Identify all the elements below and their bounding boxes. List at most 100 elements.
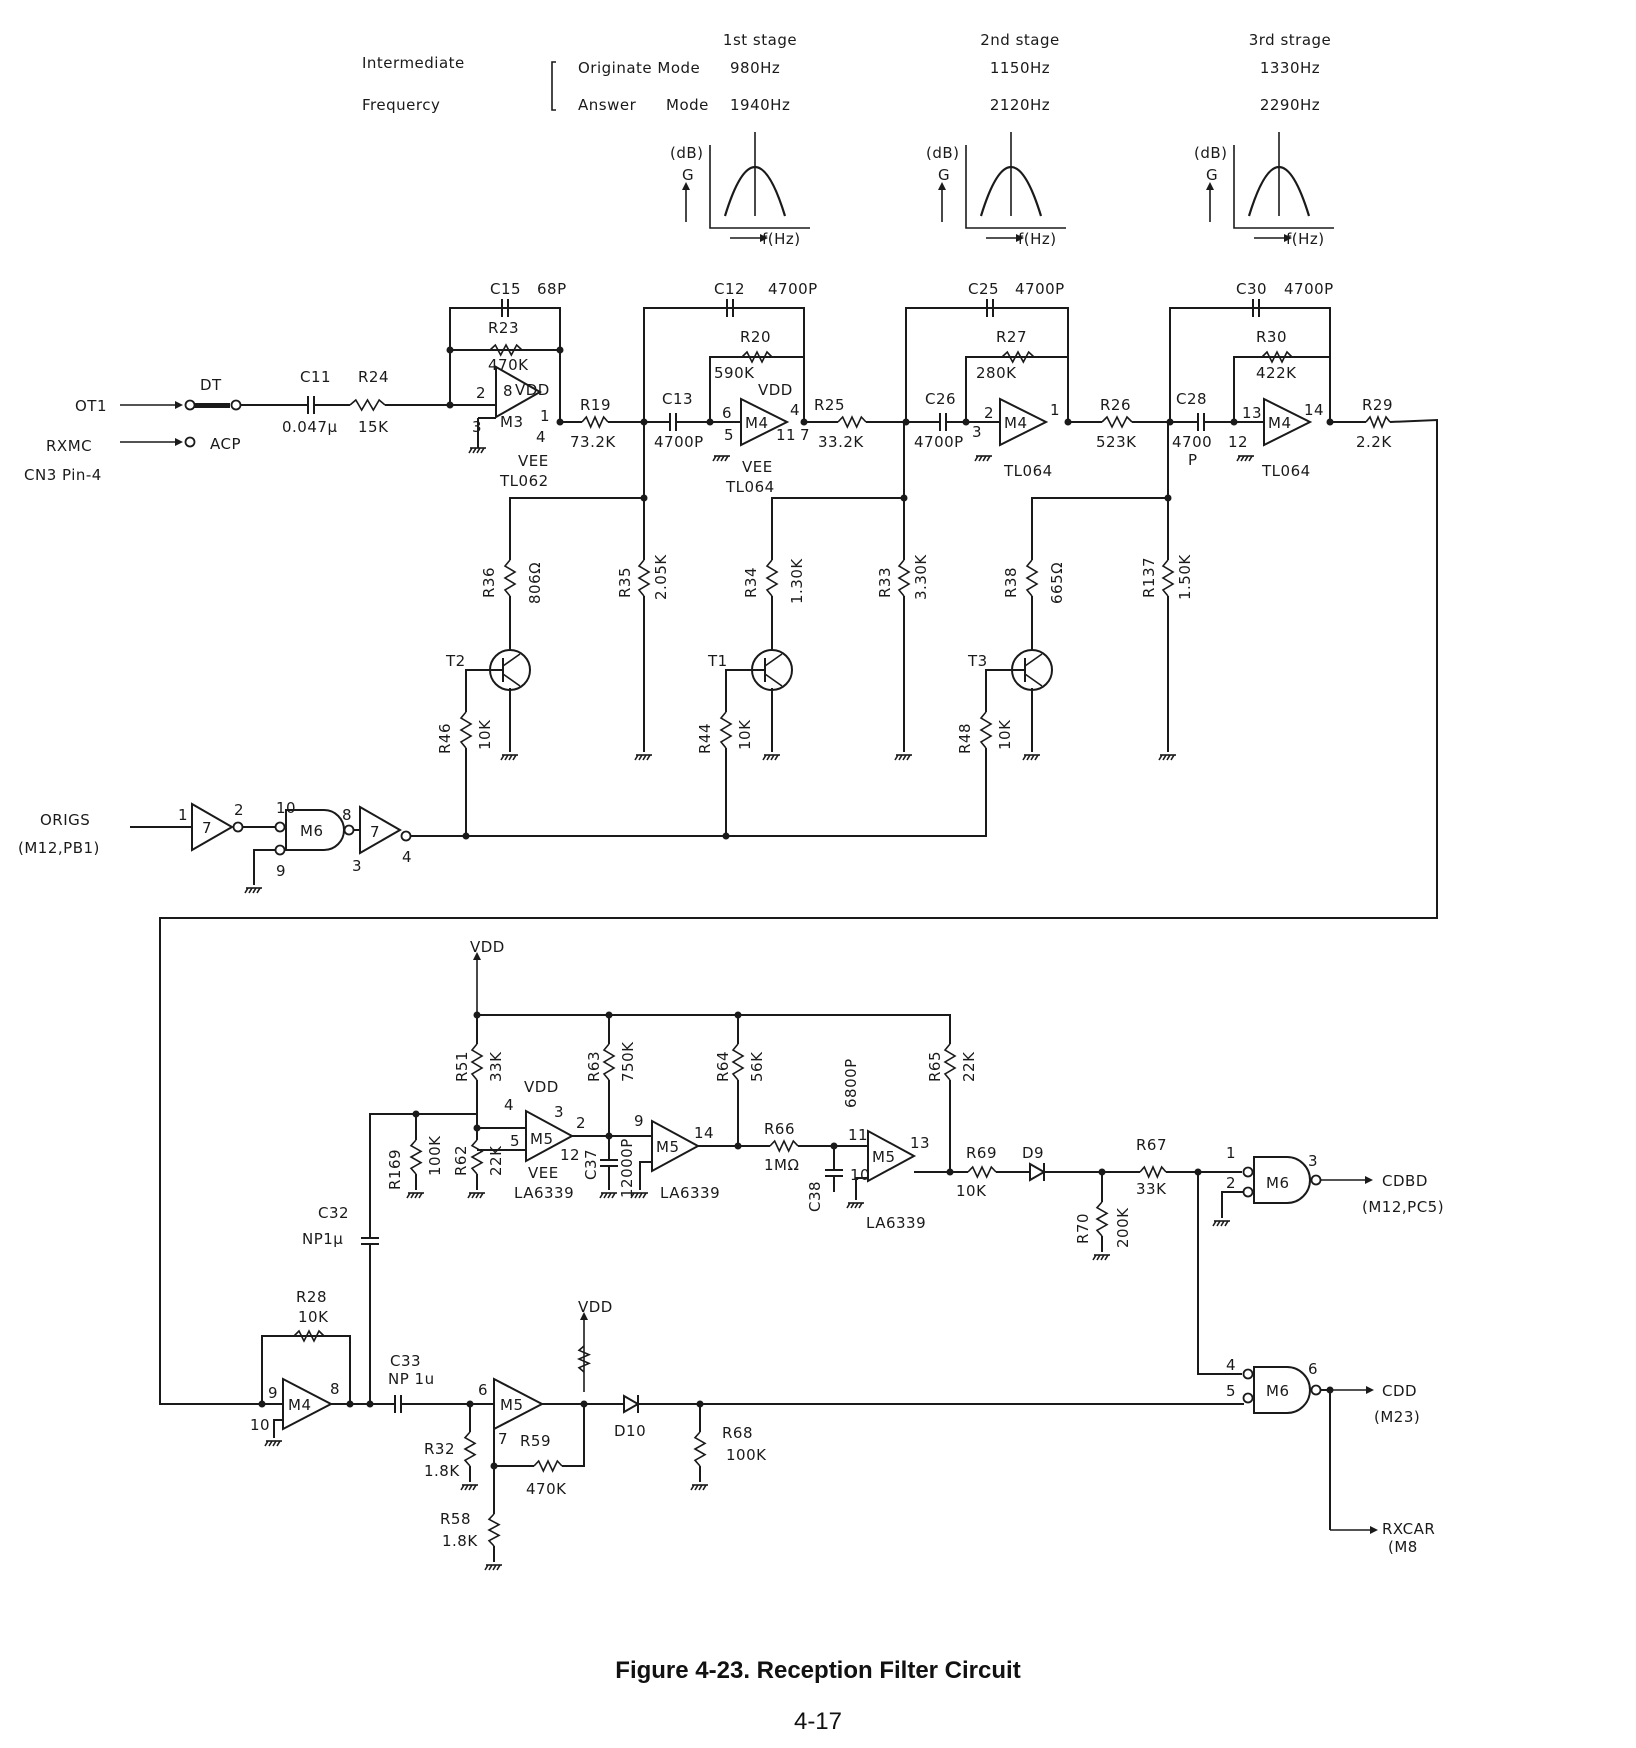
terminal-circle (1310, 1384, 1322, 1396)
label-la1: LA6339 (514, 1184, 574, 1202)
label-g7a: 7 (202, 819, 212, 837)
resistor-r20 (741, 350, 773, 364)
opamp-m5c (867, 1129, 917, 1183)
label-r26: R26 (1100, 396, 1131, 414)
vee-m4a: VEE (742, 458, 773, 476)
junction-dot (734, 1142, 742, 1150)
label-c38v: 6800P (842, 1058, 860, 1108)
junction-dot (580, 1400, 588, 1408)
wire (985, 669, 1025, 712)
label-c12v: 4700P (768, 280, 818, 298)
label-t3: T3 (967, 652, 988, 670)
label-c37: C37 (582, 1149, 600, 1180)
intermediate-label: Intermediate (362, 54, 465, 72)
plot-stage3-g-arrow (1206, 182, 1214, 190)
label-r32v: 1.8K (424, 1462, 460, 1480)
wire (771, 497, 904, 560)
answer-freq-2: 2120Hz (990, 96, 1050, 114)
label-r30v: 422K (1256, 364, 1297, 382)
terminal-circle (1242, 1368, 1254, 1380)
resistor-r68 (693, 1431, 707, 1467)
resistor-r59 (533, 1459, 563, 1473)
label-r68: R68 (722, 1424, 753, 1442)
pin-2: 2 (476, 384, 486, 402)
ground-symbol (1026, 754, 1031, 761)
resistor-r24 (349, 398, 386, 412)
wire (449, 307, 561, 422)
ground-symbol (854, 1202, 859, 1209)
label-r20: R20 (740, 328, 771, 346)
label-tl064a: TL064 (725, 478, 775, 496)
vdd-m3: VDD (515, 381, 550, 399)
cdd-dest: (M23) (1374, 1408, 1420, 1426)
label-c15v: 68P (537, 280, 567, 298)
wire (725, 669, 765, 712)
label-r63v: 750K (619, 1041, 637, 1082)
ground-symbol (1248, 455, 1253, 462)
wire (1221, 1191, 1243, 1218)
label-r58v: 1.8K (442, 1532, 478, 1550)
label-tl064b: TL064 (1003, 462, 1053, 480)
label-c13v: 4700P (654, 433, 704, 451)
transistor-t2 (502, 673, 521, 687)
ground-symbol (1166, 754, 1171, 761)
label-r70v: 200K (1114, 1207, 1132, 1248)
transistor-t3 (1024, 673, 1043, 687)
terminal-circle (274, 844, 286, 856)
wire (562, 1404, 585, 1467)
label-tl064c: TL064 (1261, 462, 1311, 480)
resistor-r26 (1101, 415, 1133, 429)
terminal-circle (184, 399, 196, 411)
terminal-circle (1242, 1392, 1254, 1404)
ground-symbol (500, 754, 505, 761)
pin-3: 3 (472, 418, 482, 436)
rxmc-arrow (175, 438, 183, 446)
ground-symbol (484, 1564, 489, 1571)
pin-1-gate: 1 (178, 806, 188, 824)
label-r38v: 665Ω (1048, 562, 1066, 604)
terminal-circle (232, 821, 244, 833)
ground-symbol (638, 1192, 643, 1199)
pin-3c: 3 (554, 1103, 564, 1121)
resistor-r169 (409, 1139, 423, 1175)
junction-dot (556, 346, 564, 354)
resistor-r30 (1261, 350, 1293, 364)
ground-symbol (508, 754, 513, 761)
ground-symbol (724, 455, 729, 462)
ground-symbol (1096, 1254, 1101, 1261)
pin-12: 12 (1228, 433, 1248, 451)
plot-stage2-axes (965, 145, 1066, 229)
resistor-r28 (293, 1329, 325, 1343)
pin-9c: 9 (634, 1112, 644, 1130)
label-r44: R44 (696, 723, 714, 754)
label-c33v: NP 1u (388, 1370, 435, 1388)
vdd-m4a: VDD (758, 381, 793, 399)
pin-5f: 5 (1226, 1382, 1236, 1400)
ground-symbol (603, 1192, 608, 1199)
pin-1b: 1 (1050, 401, 1060, 419)
label-r62v: 22K (487, 1145, 505, 1176)
label-g7b: 7 (370, 823, 380, 841)
nand-m6c (1253, 1366, 1311, 1414)
wire (1197, 1172, 1242, 1375)
ground-symbol (694, 1484, 699, 1491)
terminal-circle (230, 399, 242, 411)
ground-symbol (982, 455, 987, 462)
ground-symbol (611, 1192, 616, 1199)
label-t1: T1 (707, 652, 728, 670)
pin-7: 7 (800, 426, 810, 444)
label-r66v: 1MΩ (764, 1156, 799, 1174)
junction-dot (462, 832, 470, 840)
label-r33v: 3.30K (912, 554, 930, 600)
label-m6b: M6 (1266, 1174, 1290, 1192)
plot-stage3-f: f(Hz) (1286, 230, 1325, 248)
plot-stage2-f-arrow (1016, 234, 1024, 242)
label-r63: R63 (585, 1051, 603, 1082)
vdd-arrow-top (473, 952, 481, 960)
pin-11c: 11 (848, 1126, 868, 1144)
label-r68v: 100K (726, 1446, 767, 1464)
label-r67: R67 (1136, 1136, 1167, 1154)
resistor-pullup (576, 1345, 592, 1373)
label-m4a: M4 (745, 414, 769, 432)
plot-stage3-unit: (dB) (1194, 144, 1228, 162)
